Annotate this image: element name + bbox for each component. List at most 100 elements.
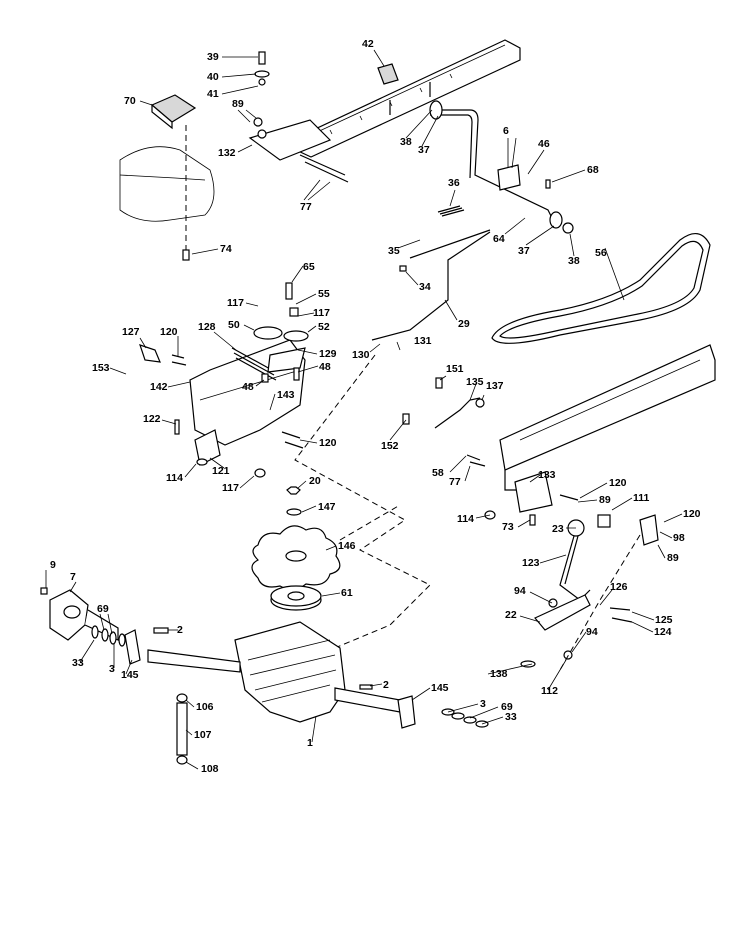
callout: 143 <box>277 389 295 401</box>
callout: 125 <box>655 614 673 626</box>
pulley-61 <box>270 585 322 611</box>
callout: 107 <box>194 729 212 741</box>
callout: 120 <box>319 437 337 449</box>
callout-labels: 39 40 41 42 70 89 132 38 37 6 46 68 36 7… <box>50 38 701 775</box>
callout: 2 <box>177 624 183 636</box>
callout: 69 <box>97 603 109 615</box>
callout: 23 <box>552 523 564 535</box>
callout: 37 <box>518 245 530 257</box>
bolts-120 <box>281 431 304 449</box>
callout: 52 <box>318 321 330 333</box>
callout: 137 <box>486 380 504 392</box>
callout: 36 <box>448 177 460 189</box>
callout: 58 <box>432 467 444 479</box>
callout: 126 <box>610 581 628 593</box>
rods-35-29 <box>371 229 491 341</box>
callout: 48 <box>242 381 254 393</box>
callout: 41 <box>207 88 219 100</box>
callout: 40 <box>207 71 219 83</box>
callout: 20 <box>309 475 321 487</box>
callout: 129 <box>319 348 337 360</box>
callout: 117 <box>313 307 330 319</box>
callout: 131 <box>414 335 432 347</box>
callout: 94 <box>514 585 526 597</box>
washers-right <box>359 684 489 729</box>
callout: 6 <box>503 125 509 137</box>
callout: 114 <box>457 513 474 525</box>
lever-route-dashed <box>559 534 641 671</box>
callout: 50 <box>228 319 240 331</box>
callout: 120 <box>683 508 701 520</box>
callout: 151 <box>446 363 464 375</box>
callout: 138 <box>490 668 508 680</box>
bracket-132 <box>248 117 349 183</box>
callout: 124 <box>654 626 672 638</box>
bracket-142 <box>139 344 187 366</box>
callout: 33 <box>72 657 84 669</box>
callout: 127 <box>122 326 140 338</box>
fender-outline <box>119 146 215 222</box>
callout: 146 <box>338 540 356 552</box>
bracket-133 <box>466 454 579 526</box>
callout: 1 <box>307 737 313 749</box>
callout: 108 <box>201 763 219 775</box>
callout: 68 <box>587 164 599 176</box>
callout: 38 <box>400 136 412 148</box>
callout: 120 <box>160 326 178 338</box>
callout: 29 <box>458 318 470 330</box>
callout: 117 <box>227 297 244 309</box>
callout: 77 <box>449 476 461 488</box>
callout: 111 <box>633 492 650 504</box>
callout: 65 <box>303 261 315 273</box>
callout: 152 <box>381 440 399 452</box>
callout: 2 <box>383 679 389 691</box>
seat-switch-part <box>150 94 197 130</box>
callout: 130 <box>352 349 370 361</box>
callout: 98 <box>673 532 685 544</box>
washers-left <box>91 625 169 665</box>
callout: 69 <box>501 701 513 713</box>
leader-lines <box>45 49 683 770</box>
callout: 120 <box>609 477 627 489</box>
callout: 133 <box>538 469 556 481</box>
bolt-74 <box>182 249 190 261</box>
frame-rail-lower <box>499 344 716 491</box>
transaxle-1 <box>147 621 401 723</box>
callout: 39 <box>207 51 219 63</box>
callout: 7 <box>70 571 76 583</box>
callout: 121 <box>212 465 230 477</box>
bushing-42 <box>377 63 399 85</box>
callout: 34 <box>419 281 431 293</box>
callout: 42 <box>362 38 374 50</box>
callout: 89 <box>232 98 244 110</box>
callout: 61 <box>341 587 353 599</box>
callout: 142 <box>150 381 168 393</box>
callout: 33 <box>505 711 517 723</box>
callout: 77 <box>300 201 312 213</box>
callout: 132 <box>218 147 236 159</box>
callout: 64 <box>493 233 505 245</box>
callout: 37 <box>418 144 430 156</box>
hub-7 <box>40 587 119 641</box>
callout: 3 <box>109 663 115 675</box>
callout: 123 <box>522 557 540 569</box>
callout: 153 <box>92 362 110 374</box>
bolt-20 <box>286 486 302 516</box>
callout: 106 <box>196 701 214 713</box>
callout: 55 <box>318 288 330 300</box>
callout: 48 <box>319 361 331 373</box>
callout: 117 <box>222 482 239 494</box>
callout: 147 <box>318 501 336 513</box>
idler-bracket-assembly <box>189 282 309 446</box>
callout: 94 <box>586 626 598 638</box>
cooling-fan-146 <box>251 525 341 591</box>
callout: 38 <box>568 255 580 267</box>
callout: 56 <box>595 247 607 259</box>
callout: 89 <box>599 494 611 506</box>
drive-belt-56 <box>491 233 711 344</box>
callout: 70 <box>124 95 136 107</box>
bracket-121 <box>174 419 266 478</box>
callout: 122 <box>143 413 161 425</box>
callout: 145 <box>121 669 139 681</box>
